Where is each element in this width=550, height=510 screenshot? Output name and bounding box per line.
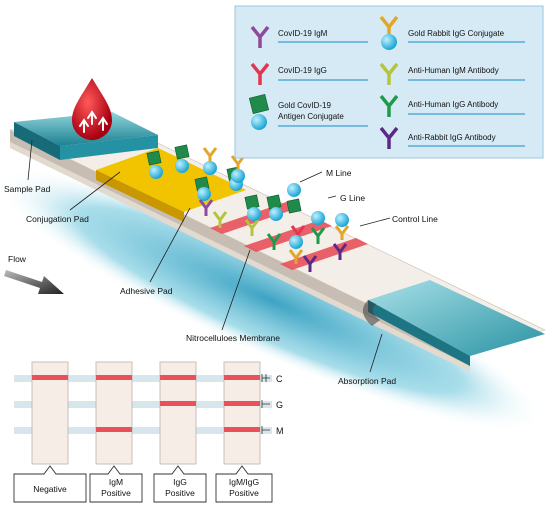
dark-purple-antibody-icon — [379, 126, 399, 149]
result-strip-negative — [31, 361, 69, 465]
legend-item-anti-human-igm: Anti-Human IgM Antibody — [379, 62, 525, 85]
svg-text:Positive: Positive — [101, 488, 131, 498]
indicator-g: G — [276, 400, 283, 410]
svg-text:IgG: IgG — [173, 477, 187, 487]
indicator-c: C — [276, 374, 283, 384]
label-sample-pad: Sample Pad — [4, 184, 51, 194]
red-antibody-icon — [250, 62, 270, 85]
legend: CovID-19 IgM CovID-19 IgG Gold CovID-19 … — [234, 5, 544, 159]
g-line — [244, 220, 332, 252]
results-panel: C G M Negative IgM Positive IgG Positive… — [13, 361, 284, 503]
guide-band-m — [14, 427, 272, 434]
result-strip-igm-igg-positive — [223, 361, 261, 465]
purple-antibody-icon — [250, 25, 270, 48]
conjugate-molecules — [146, 144, 246, 201]
legend-label: Gold Rabbit IgG Conjugate — [408, 29, 505, 38]
legend-item-covid-igg: CovID-19 IgG — [250, 62, 368, 85]
membrane-molecules — [198, 183, 350, 272]
line-c — [96, 375, 132, 380]
conjugation-pad-front — [96, 170, 184, 222]
label-absorption-pad: Absorption Pad — [338, 376, 396, 386]
legend-label: Anti-Human IgG Antibody — [408, 100, 498, 109]
legend-item-covid-igm: CovID-19 IgM — [250, 25, 368, 48]
legend-item-anti-rabbit-igg: Anti-Rabbit IgG Antibody — [379, 126, 525, 149]
callouts — [27, 139, 391, 373]
result-label-igm-positive: IgM Positive — [89, 465, 143, 503]
gold-rabbit-conjugate-icon — [379, 15, 399, 50]
label-g-line: G Line — [340, 193, 365, 203]
flow-arrow-icon — [4, 270, 64, 294]
green-antibody-icon — [379, 94, 399, 117]
line-m — [224, 427, 260, 432]
legend-label: Anti-Rabbit IgG Antibody — [408, 133, 496, 142]
result-label-igg-positive: IgG Positive — [153, 465, 207, 503]
legend-label: CovID-19 IgM — [278, 29, 328, 38]
line-c — [160, 375, 196, 380]
result-label-igm-igg-positive: IgM/IgG Positive — [215, 465, 273, 503]
absorption-pad-front — [368, 300, 470, 366]
legend-label: Gold CovID-19 — [278, 101, 331, 110]
legend-label-line2: Antigen Conjugate — [278, 112, 344, 121]
line-g — [160, 401, 196, 406]
absorption-pad-top — [368, 280, 545, 356]
sample-pad-front — [14, 122, 60, 160]
guide-band-g — [14, 401, 272, 408]
guide-band-c — [14, 375, 272, 382]
adhesive-backing — [10, 142, 470, 372]
svg-text:Positive: Positive — [229, 488, 259, 498]
line-m — [96, 427, 132, 432]
line-indicators — [261, 374, 270, 434]
legend-label: CovID-19 IgG — [278, 66, 327, 75]
flow-indicator: Flow — [4, 254, 64, 294]
legend-label: Anti-Human IgM Antibody — [408, 66, 499, 75]
legend-item-antigen-conjugate: Gold CovID-19 Antigen Conjugate — [248, 93, 368, 130]
legend-item-anti-human-igg: Anti-Human IgG Antibody — [379, 94, 525, 117]
label-control-line: Control Line — [392, 214, 438, 224]
label-m-line: M Line — [326, 168, 352, 178]
line-c — [32, 375, 68, 380]
legend-item-gold-rabbit: Gold Rabbit IgG Conjugate — [379, 15, 525, 50]
label-nitrocellulose: Nitrocelluloes Membrane — [186, 333, 280, 343]
label-adhesive-pad: Adhesive Pad — [120, 286, 173, 296]
result-label-negative: Negative — [13, 465, 87, 503]
label-conjugation-pad: Conjugation Pad — [26, 214, 89, 224]
line-g — [224, 401, 260, 406]
indicator-m: M — [276, 426, 284, 436]
strip-shadow — [0, 168, 545, 432]
absorption-pad-curl — [362, 300, 380, 326]
antigen-conjugate-icon — [248, 93, 270, 130]
svg-text:Positive: Positive — [165, 488, 195, 498]
line-c — [224, 375, 260, 380]
sample-pad-side — [60, 135, 158, 160]
yellow-green-antibody-icon — [379, 62, 399, 85]
result-strip-igg-positive — [159, 361, 197, 465]
svg-text:Negative: Negative — [33, 484, 67, 494]
svg-text:IgM/IgG: IgM/IgG — [229, 477, 259, 487]
result-strip-igm-positive — [95, 361, 133, 465]
svg-text:IgM: IgM — [109, 477, 123, 487]
label-flow: Flow — [8, 254, 27, 264]
absorption-pad — [362, 280, 545, 366]
blood-drop-icon — [72, 78, 112, 140]
